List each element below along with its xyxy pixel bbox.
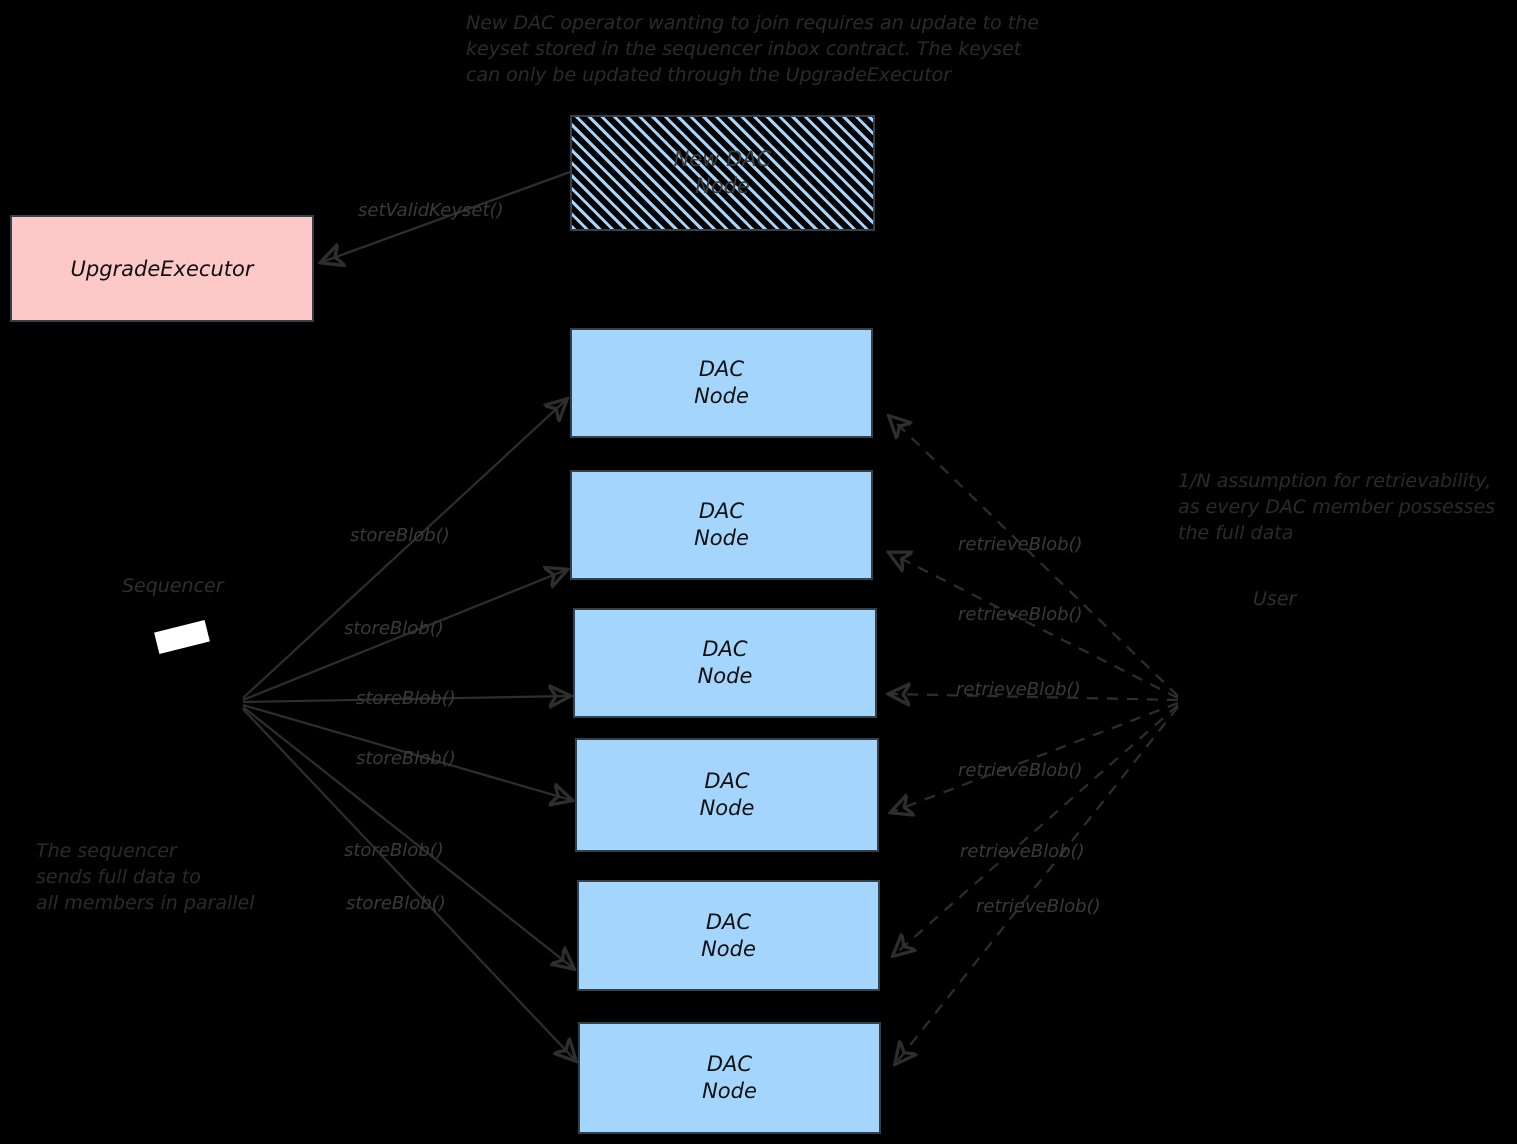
dac-node-4[interactable]: DAC Node — [575, 738, 879, 852]
dac-node-5[interactable]: DAC Node — [577, 880, 880, 991]
edge-label-store-blob-2: storeBlob() — [344, 618, 444, 639]
dac-node-1[interactable]: DAC Node — [570, 328, 873, 438]
edge-label-store-blob-6: storeBlob() — [346, 893, 446, 914]
dac-node-6-label-line1: DAC — [706, 1052, 753, 1076]
top-annotation: New DAC operator wanting to join require… — [466, 12, 1039, 86]
edge-label-retrieve-blob-3: retrieveBlob() — [956, 679, 1081, 700]
edge-label-retrieve-blob-4: retrieveBlob() — [958, 760, 1083, 781]
dac-node-3-label-line1: DAC — [702, 637, 748, 661]
edge-store-blob-3 — [242, 696, 569, 702]
dac-node-3[interactable]: DAC Node — [573, 608, 877, 718]
dac-node-1-label-line1: DAC — [698, 357, 745, 381]
dac-node-2-label-line1: DAC — [698, 499, 745, 523]
upgrade-executor-box[interactable]: UpgradeExecutor — [10, 215, 314, 322]
edge-label-retrieve-blob-5: retrieveBlob() — [960, 841, 1085, 862]
dac-node-2[interactable]: DAC Node — [570, 470, 873, 580]
edge-retrieve-blob-1 — [890, 417, 1179, 697]
edge-label-store-blob-1: storeBlob() — [350, 525, 450, 546]
edge-store-blob-4 — [242, 703, 571, 800]
edge-retrieve-blob-6 — [896, 706, 1179, 1063]
edge-label-retrieve-blob-2: retrieveBlob() — [958, 604, 1083, 625]
edge-store-blob-6 — [242, 708, 575, 1060]
edge-store-blob-2 — [242, 570, 566, 702]
dac-node-6-label-line2: Node — [702, 1079, 757, 1103]
bottom-left-annotation: The sequencer sends full data to all mem… — [36, 840, 255, 914]
edge-label-retrieve-blob-6: retrieveBlob() — [976, 896, 1101, 917]
edge-retrieve-blob-5 — [894, 704, 1179, 955]
edge-retrieve-blob-3 — [890, 694, 1179, 700]
edge-label-set-valid-keyset: setValidKeyset() — [358, 200, 504, 221]
new-dac-node-label-line2: Node — [695, 174, 750, 198]
user-label: User — [1253, 588, 1297, 610]
new-dac-node-box[interactable]: New DAC Node — [570, 115, 875, 231]
dac-node-5-label-line2: Node — [701, 936, 756, 961]
dac-node-2-label-line2: Node — [694, 526, 749, 550]
edge-label-store-blob-3: storeBlob() — [356, 688, 456, 709]
dac-node-5-label-line1: DAC — [705, 909, 752, 934]
dac-node-1-label-line2: Node — [694, 384, 749, 408]
right-annotation: 1/N assumption for retrievability, as ev… — [1178, 470, 1496, 544]
dac-node-4-label-line2: Node — [699, 796, 755, 820]
sequencer-label: Sequencer — [122, 575, 224, 597]
upgrade-executor-label: UpgradeExecutor — [70, 256, 254, 281]
edge-label-store-blob-4: storeBlob() — [356, 748, 456, 769]
dac-node-3-label-line2: Node — [697, 664, 753, 688]
edge-store-blob-1 — [242, 400, 566, 699]
edge-retrieve-blob-2 — [890, 553, 1179, 699]
dac-node-4-label-line1: DAC — [704, 769, 750, 793]
edge-label-store-blob-5: storeBlob() — [344, 840, 444, 861]
edge-set-valid-keyset — [322, 170, 571, 262]
edge-label-retrieve-blob-1: retrieveBlob() — [958, 534, 1083, 555]
dac-node-6[interactable]: DAC Node — [578, 1022, 881, 1134]
new-dac-node-label-line1: New DAC — [673, 147, 772, 171]
edge-retrieve-blob-4 — [892, 701, 1179, 812]
edge-store-blob-5 — [242, 706, 573, 968]
